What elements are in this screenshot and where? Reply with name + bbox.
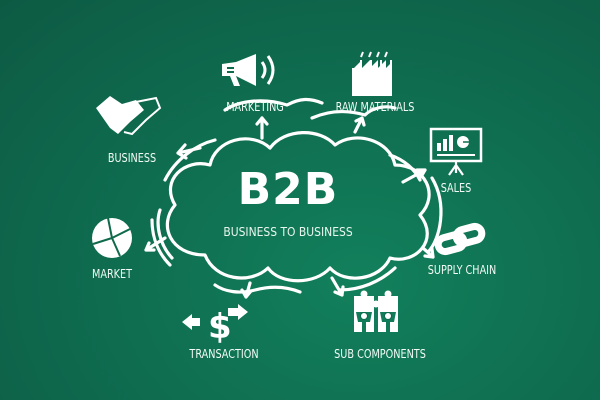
arc-left-lower — [150, 218, 172, 267]
arrow-marketing — [255, 116, 269, 140]
label-raw-materials: RAW MATERIALS — [335, 99, 415, 114]
factory-icon — [352, 51, 392, 96]
label-supply-chain: SUPPLY CHAIN — [427, 262, 497, 277]
diagram-title: B2B — [237, 164, 339, 215]
arc-top — [223, 97, 324, 112]
label-sales: SALES — [440, 180, 472, 195]
arc-top-left — [163, 138, 217, 182]
arrow-market — [144, 236, 167, 252]
arc-top-right — [310, 105, 397, 120]
handshake-icon — [96, 96, 162, 136]
label-marketing: MARKETING — [226, 99, 284, 114]
presentation-board-icon — [429, 127, 483, 176]
arrow-sales — [401, 168, 427, 184]
arc-bottom-right — [338, 266, 397, 292]
label-transaction: TRANSACTION — [189, 346, 259, 361]
arc-right-upper — [388, 153, 422, 182]
arrow-transaction — [240, 281, 253, 299]
label-sub-components: SUB COMPONENTS — [334, 346, 426, 361]
arrow-supply — [421, 246, 435, 259]
dollar-exchange-icon: $ — [182, 304, 248, 347]
chain-link-icon — [434, 222, 486, 256]
pie-chart-icon — [92, 217, 132, 258]
cloud-outline — [165, 131, 431, 283]
arrow-raw-materials — [353, 116, 366, 134]
label-business: BUSINESS — [107, 150, 157, 165]
label-market: MARKET — [91, 266, 133, 281]
arrow-sub — [330, 276, 345, 297]
arc-bottom — [213, 283, 302, 294]
diagram-subtitle: BUSINESS TO BUSINESS — [223, 224, 353, 239]
svg-text:$: $ — [208, 307, 232, 347]
arc-left — [156, 208, 174, 260]
megaphone-icon — [222, 54, 275, 86]
arrow-business — [176, 143, 202, 160]
puzzle-people-icon — [354, 290, 398, 332]
